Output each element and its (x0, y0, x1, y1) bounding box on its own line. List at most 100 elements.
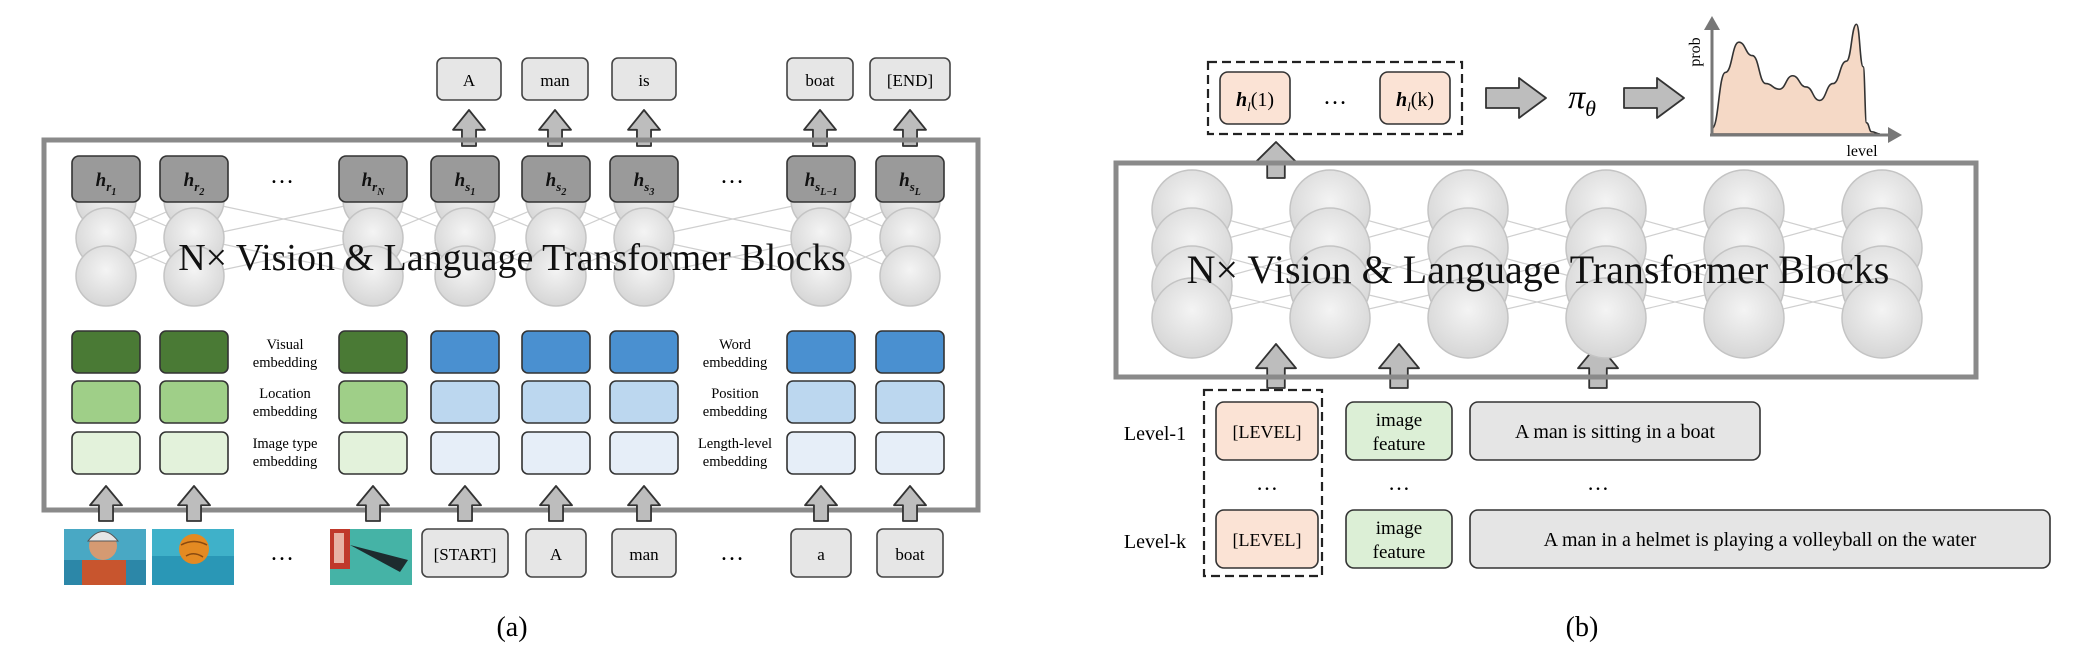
up-arrow (1255, 343, 1297, 389)
ellipsis: … (270, 163, 294, 189)
up-arrow (893, 109, 927, 147)
svg-text:embedding: embedding (703, 454, 767, 470)
svg-text:A man is sitting in a boat: A man is sitting in a boat (1515, 421, 1715, 443)
up-arrow (538, 109, 572, 147)
up-arrow (177, 485, 211, 522)
visual-embedding-cell (338, 380, 408, 424)
neuron (613, 245, 675, 307)
svg-text:man: man (540, 71, 570, 90)
svg-text:A man in a helmet is playing a: A man in a helmet is playing a volleybal… (1544, 529, 1977, 551)
chart-x-arrow (1888, 127, 1902, 143)
level-token: [LEVEL] (1215, 401, 1319, 461)
neuron (1289, 277, 1371, 359)
word-embedding-cell (609, 380, 679, 424)
chart-area (1711, 23, 1881, 135)
up-arrow (356, 485, 390, 522)
ellipsis: … (720, 540, 744, 566)
svg-text:[END]: [END] (887, 71, 933, 90)
embedding-grid-a (71, 330, 945, 475)
word-embedding-cell (430, 431, 500, 475)
input-token: boat (876, 528, 944, 578)
ellipsis: … (1388, 470, 1410, 495)
svg-text:hs2: hs2 (546, 170, 567, 198)
transformer-box-b (1113, 160, 1979, 380)
svg-text:A: A (550, 545, 563, 564)
panel-b: hl(1) … hl(k) πθ prob level (1113, 16, 2051, 643)
svg-text:boat: boat (895, 545, 925, 564)
hidden-state: hsL (875, 155, 945, 203)
output-token: is (611, 57, 677, 101)
svg-text:hr1: hr1 (96, 170, 117, 198)
embedding-labels-left: Visual embedding Location embedding Imag… (253, 337, 318, 470)
svg-text:Word: Word (719, 337, 752, 353)
visual-embedding-cell (338, 330, 408, 374)
visual-embedding-cell (71, 380, 141, 424)
up-arrow (1378, 343, 1420, 389)
svg-text:Length-level: Length-level (698, 436, 772, 452)
word-embedding-cell (521, 431, 591, 475)
right-arrow (1485, 77, 1547, 119)
svg-text:hs3: hs3 (634, 170, 655, 198)
svg-text:embedding: embedding (703, 404, 767, 420)
svg-text:[LEVEL]: [LEVEL] (1233, 530, 1302, 550)
up-arrow (627, 485, 661, 522)
word-embedding-cell (875, 431, 945, 475)
ellipsis: … (720, 163, 744, 189)
neuron (790, 245, 852, 307)
up-arrow (627, 109, 661, 147)
svg-text:image: image (1376, 518, 1422, 539)
svg-text:[START]: [START] (434, 545, 497, 564)
transformer-title-a: N× Vision & Language Transformer Blocks (178, 237, 846, 279)
probability-chart: prob level (1687, 16, 1902, 160)
word-embedding-cell (430, 380, 500, 424)
input-image-n (330, 529, 412, 585)
input-token: a (790, 528, 852, 578)
level-label: Level-1 (1124, 423, 1186, 445)
svg-text:embedding: embedding (703, 355, 767, 371)
input-arrows-a (89, 485, 927, 522)
word-embedding-cell (609, 330, 679, 374)
visual-embedding-cell (338, 431, 408, 475)
neuron (163, 245, 225, 307)
hidden-state: hsL−1 (786, 155, 856, 203)
visual-embedding-cell (71, 431, 141, 475)
up-arrow (448, 485, 482, 522)
input-token: [START] (421, 528, 509, 578)
svg-text:hl(1): hl(1) (1236, 89, 1274, 114)
svg-text:hsL−1: hsL−1 (805, 170, 838, 198)
neuron (1841, 277, 1923, 359)
up-arrow (893, 485, 927, 522)
neuron (1427, 277, 1509, 359)
hidden-state: hs3 (609, 155, 679, 203)
svg-text:Visual: Visual (267, 337, 304, 353)
hidden-state: hs1 (430, 155, 500, 203)
svg-text:Position: Position (711, 386, 759, 402)
word-embedding-cell (609, 431, 679, 475)
svg-text:boat: boat (805, 71, 835, 90)
chart-y-label: prob (1687, 37, 1704, 66)
chart-y-arrow (1704, 16, 1720, 30)
image-feature-token: image feature (1345, 401, 1453, 461)
visual-embedding-cell (159, 380, 229, 424)
svg-text:A: A (463, 71, 476, 90)
output-state: hl(1) (1219, 71, 1291, 125)
caption-token: A man is sitting in a boat (1469, 401, 1761, 461)
up-arrow (1577, 343, 1619, 389)
up-arrow (452, 109, 486, 147)
svg-text:a: a (817, 545, 825, 564)
svg-text:feature: feature (1373, 542, 1426, 563)
up-arrow (804, 485, 838, 522)
output-token: A (436, 57, 502, 101)
up-arrow (803, 109, 837, 147)
visual-embedding-cell (159, 330, 229, 374)
level-label: Level-k (1124, 531, 1186, 553)
neuron (1703, 277, 1785, 359)
word-embedding-cell (521, 380, 591, 424)
svg-text:man: man (629, 545, 659, 564)
neuron (879, 245, 941, 307)
word-embedding-cell (875, 330, 945, 374)
hidden-state: hr2 (159, 155, 229, 203)
neuron (1151, 277, 1233, 359)
